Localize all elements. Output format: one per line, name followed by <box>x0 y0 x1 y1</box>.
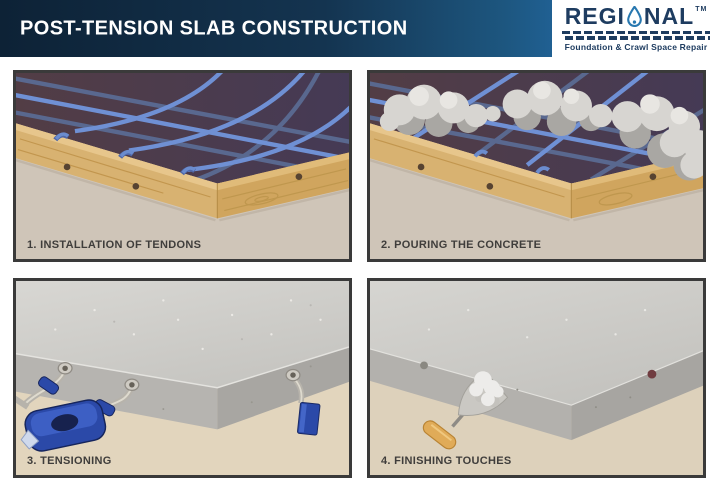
water-drop-icon <box>626 5 643 27</box>
illustration-finishing-touches-icon <box>370 281 703 475</box>
company-logo: REGI NAL TM Foundation & Crawl Space Rep… <box>552 0 720 57</box>
header-bar: POST-TENSION SLAB CONSTRUCTION REGI NAL … <box>0 0 720 57</box>
step-panel-4: 4. FINISHING TOUCHES <box>367 278 706 478</box>
illustration-pouring-the-concrete-icon <box>370 73 703 259</box>
page-title: POST-TENSION SLAB CONSTRUCTION <box>20 17 408 39</box>
brand-tagline: Foundation & Crawl Space Repair <box>564 42 708 53</box>
illustration-tensioning-icon <box>16 281 349 475</box>
step-panel-2: 2. POURING THE CONCRETE <box>367 70 706 262</box>
step-caption-1: 1. INSTALLATION OF TENDONS <box>27 239 202 251</box>
step-panel-3: 3. TENSIONING <box>13 278 352 478</box>
steps-grid: 1. INSTALLATION OF TENDONS <box>13 70 706 478</box>
step-panel-1: 1. INSTALLATION OF TENDONS <box>13 70 352 262</box>
brand-wordmark: REGI NAL TM <box>564 2 708 29</box>
trademark-symbol: TM <box>695 5 708 13</box>
step-caption-4: 4. FINISHING TOUCHES <box>381 455 512 467</box>
step-caption-2: 2. POURING THE CONCRETE <box>381 239 542 251</box>
brick-pattern-icon <box>562 30 710 40</box>
step-caption-3: 3. TENSIONING <box>27 455 112 467</box>
brand-text-right: NAL <box>643 2 695 29</box>
brand-text-left: REGI <box>564 2 625 29</box>
illustration-installation-of-tendons-icon <box>16 73 349 259</box>
